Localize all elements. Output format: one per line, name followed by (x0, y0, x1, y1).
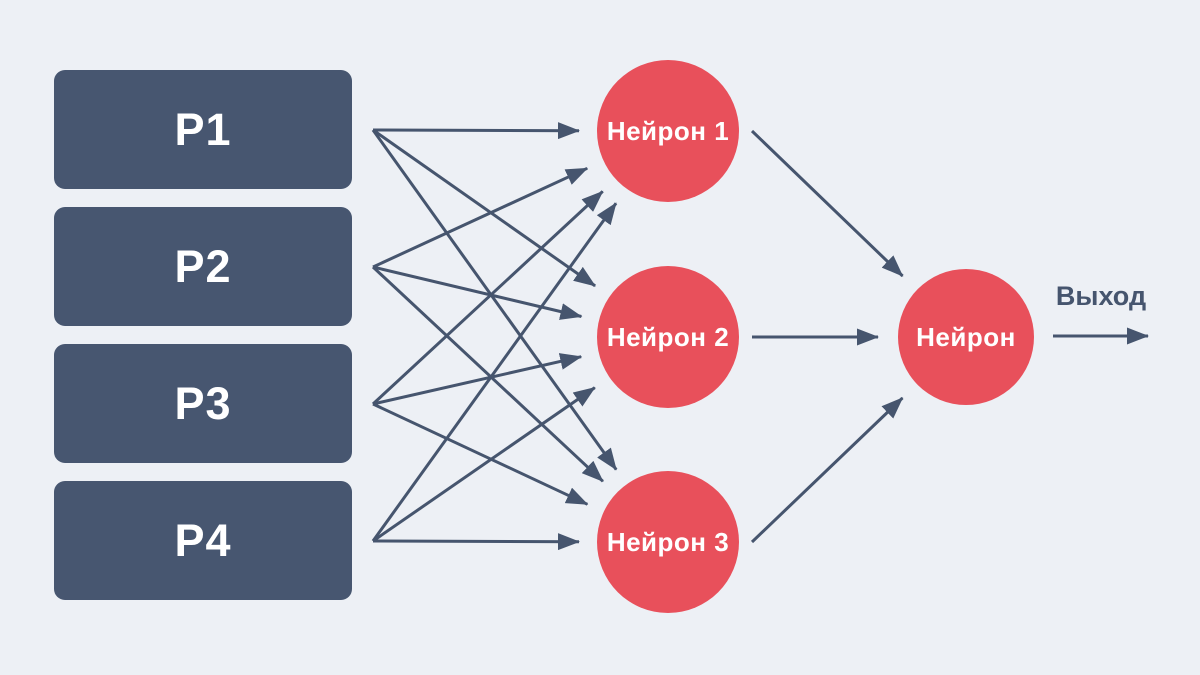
hidden-neuron-1: Нейрон 1 (597, 60, 739, 202)
input-box-p1: P1 (54, 70, 352, 189)
edge-p1-n1 (372, 122, 580, 140)
input-box-p3-label: P3 (174, 377, 232, 429)
connection-arrows (371, 122, 1149, 551)
input-box-p2: P2 (54, 207, 352, 326)
edge-n3-out (750, 396, 904, 544)
hidden-neuron-2: Нейрон 2 (597, 266, 739, 408)
edge-p3-n1 (371, 190, 604, 406)
edge-p3-n3 (372, 402, 589, 506)
edge-p4-n3 (372, 533, 580, 551)
output-neuron: Нейрон (898, 269, 1034, 405)
edge-p1-n2 (372, 128, 596, 288)
edge-p4-n1 (371, 202, 618, 542)
edge-n1-out (750, 129, 904, 278)
hidden-neuron-3: Нейрон 3 (597, 471, 739, 613)
input-box-p3: P3 (54, 344, 352, 463)
output-neuron-label: Нейрон (916, 321, 1016, 352)
hidden-neuron-1-label: Нейрон 1 (606, 115, 730, 146)
output-label: Выход (1055, 281, 1147, 311)
edge-p2-n2 (372, 265, 583, 320)
edge-p4-n2 (372, 386, 596, 543)
hidden-neuron-3-label: Нейрон 3 (606, 526, 730, 557)
hidden-neuron-2-label: Нейрон 2 (606, 321, 730, 352)
edge-p1-n3 (371, 129, 618, 471)
edge-p3-n2 (372, 353, 583, 406)
input-box-p1-label: P1 (174, 103, 232, 155)
input-box-p4: P4 (54, 481, 352, 600)
input-box-p4-label: P4 (174, 514, 232, 566)
edge-p2-n3 (371, 265, 604, 483)
edge-p2-n1 (372, 166, 589, 269)
input-box-p2-label: P2 (174, 240, 232, 292)
